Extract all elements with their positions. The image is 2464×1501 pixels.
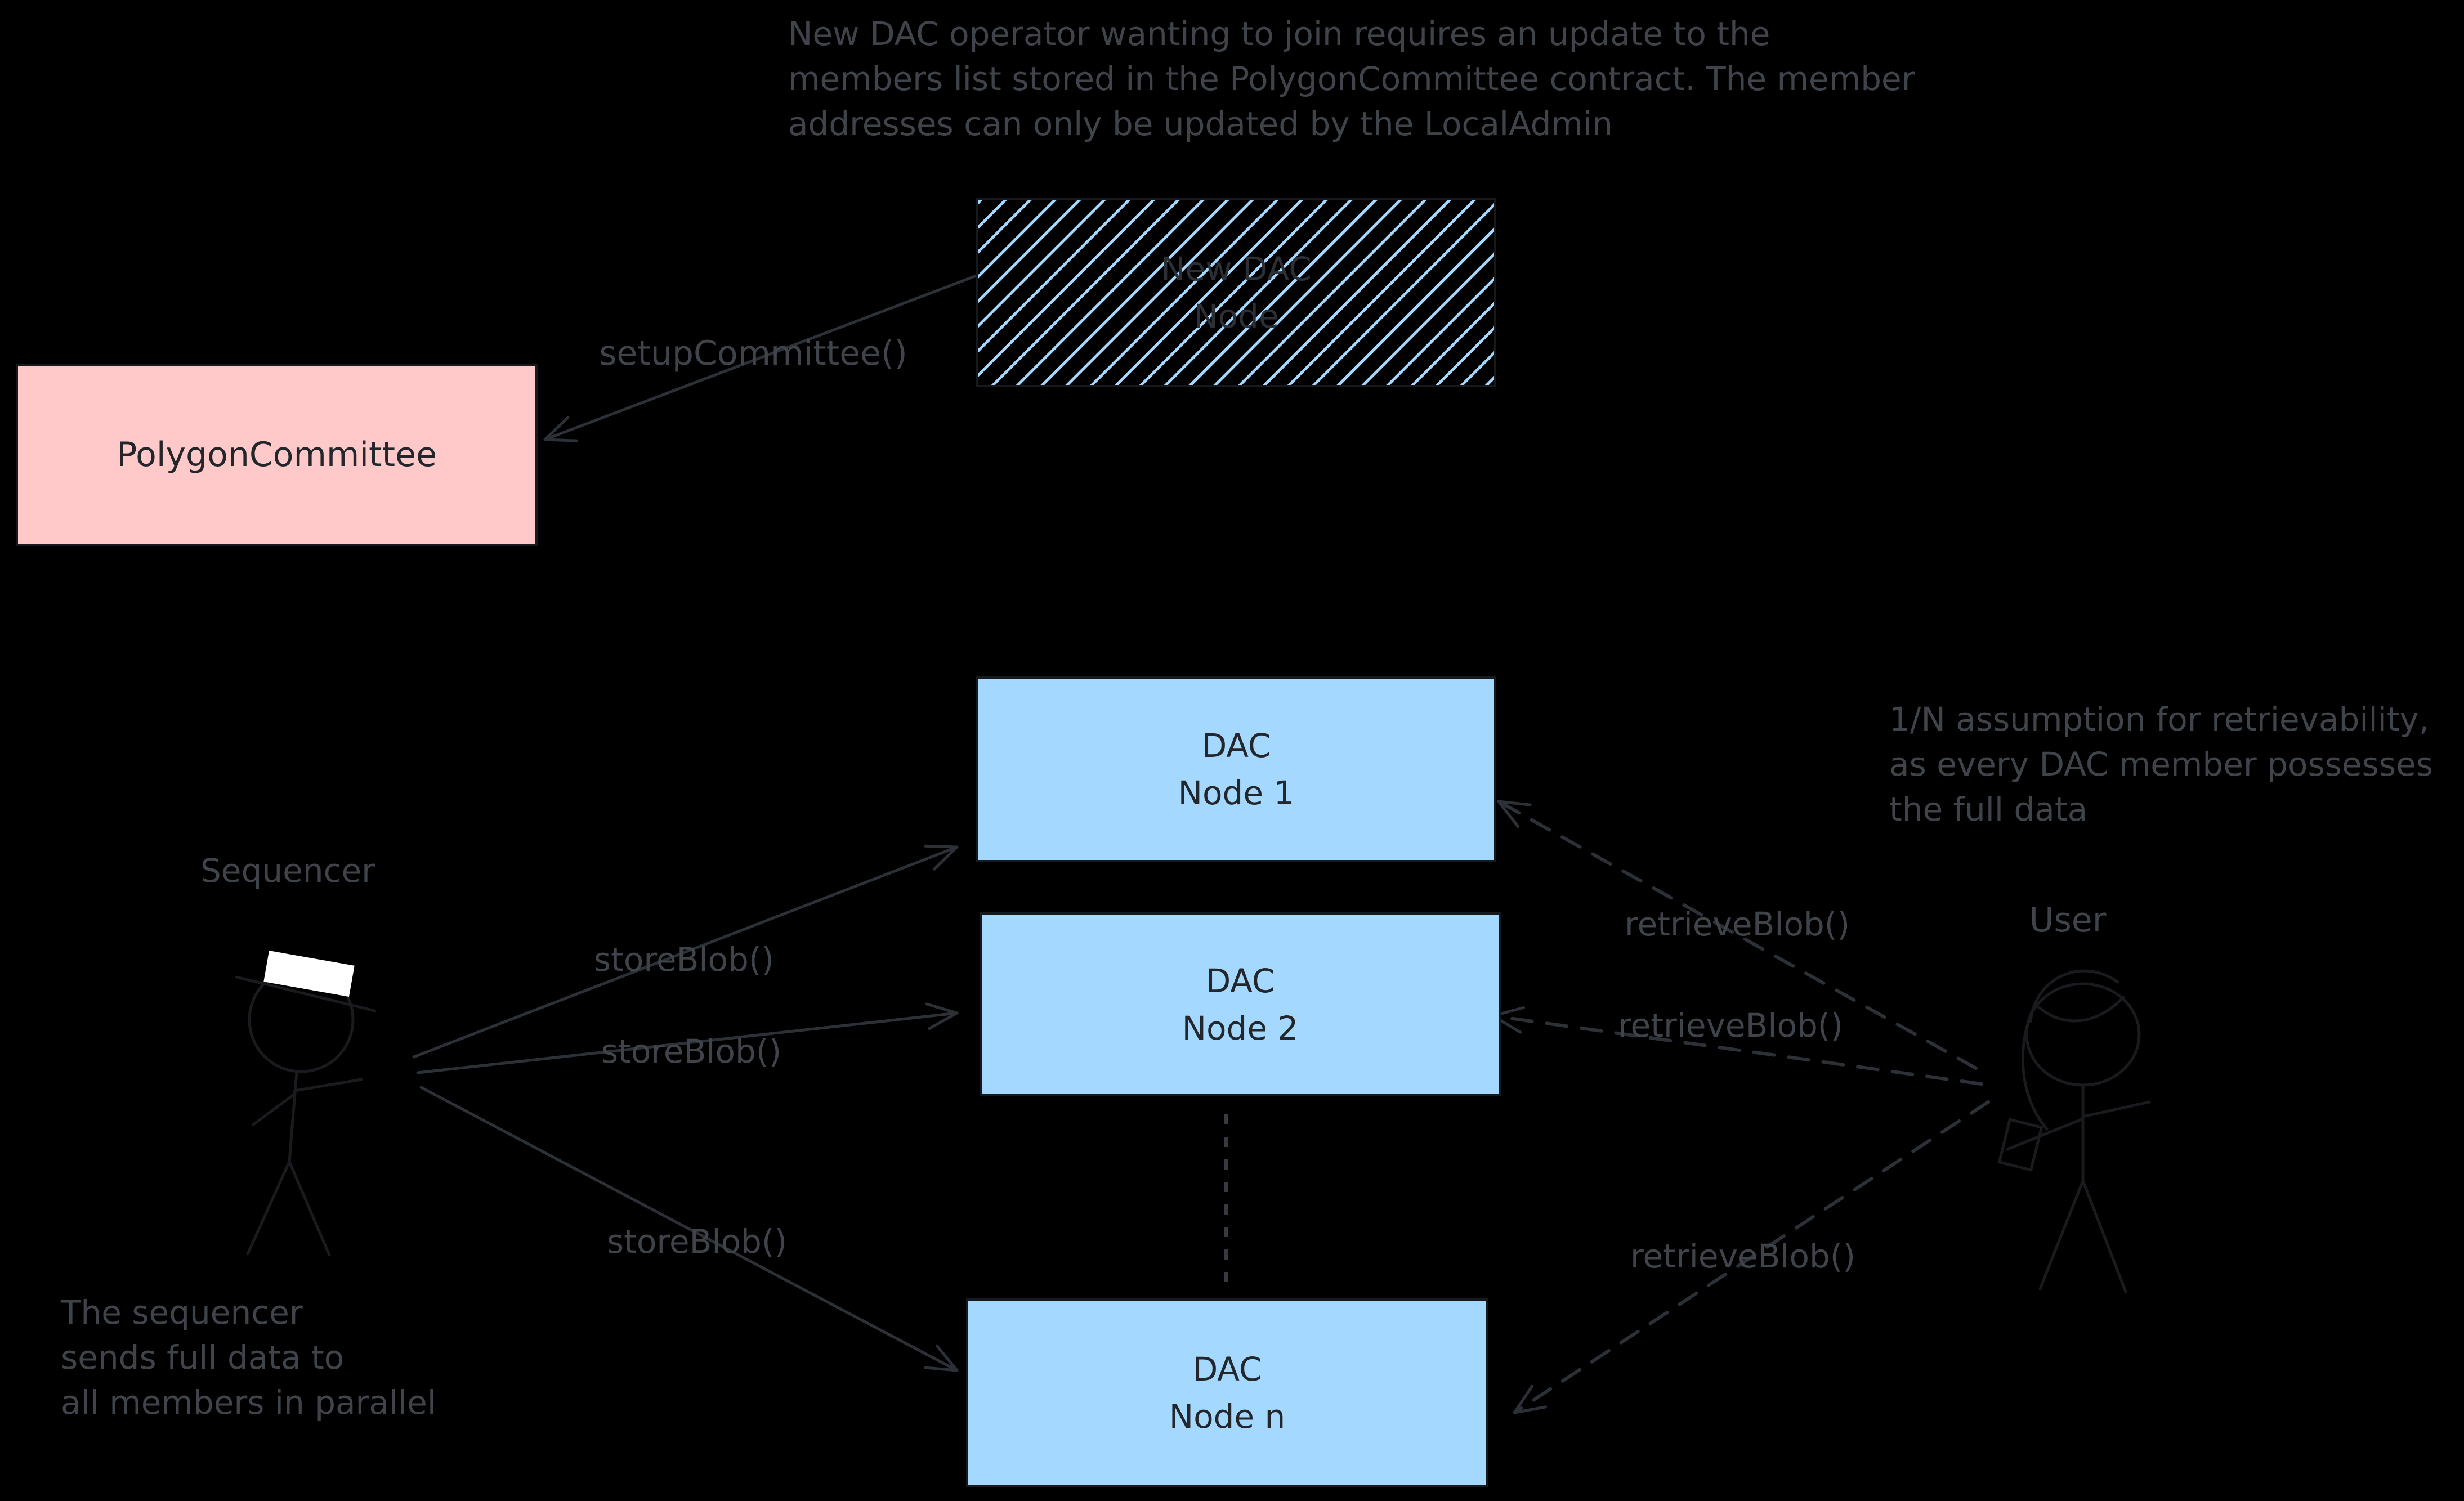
new-operator-note-line2: members list stored in the PolygonCommit… — [788, 60, 1915, 98]
new-operator-note: New DAC operator wanting to join require… — [788, 11, 1915, 146]
sequencer-body — [288, 1070, 298, 1163]
user-arm — [2081, 1100, 2151, 1118]
sequencer-note-line3: all members in parallel — [61, 1383, 436, 1422]
polygon-committee-label: PolygonCommittee — [117, 435, 437, 474]
user-leg — [2038, 1179, 2085, 1291]
store-blob-arrow-node2 — [416, 1002, 959, 1074]
retrieve-blob-label-2: retrieveBlob() — [1617, 1006, 1844, 1045]
polygon-committee-box: PolygonCommittee — [16, 364, 538, 546]
sequencer-note-line1: The sequencer — [61, 1293, 303, 1332]
user-arm — [2006, 1117, 2085, 1151]
retrieve-blob-arrow-noden — [1513, 1100, 1990, 1414]
dac-node-n-label-line2: Node n — [1169, 1397, 1286, 1436]
dac-node-2-label-line1: DAC — [1205, 961, 1275, 1000]
dac-node-2-label-line2: Node 2 — [1182, 1009, 1299, 1047]
user-label: User — [2029, 900, 2107, 940]
dac-node-1-label-line2: Node 1 — [1178, 774, 1295, 812]
store-blob-arrow-node1 — [412, 844, 959, 1059]
user-hair — [2029, 969, 2119, 1023]
store-blob-label-1: storeBlob() — [593, 940, 775, 979]
retrieve-blob-arrow-node1 — [1497, 800, 1978, 1070]
store-blob-label-3: storeBlob() — [606, 1222, 788, 1261]
store-blob-arrow-noden — [419, 1086, 959, 1372]
dac-node-2-box: DAC Node 2 — [980, 912, 1501, 1096]
sequencer-hat-icon — [263, 951, 355, 997]
sequencer-leg — [246, 1160, 291, 1256]
sequencer-note: The sequencer sends full data to all mem… — [61, 1290, 436, 1425]
retrievability-note-line2: as every DAC member possesses — [1889, 745, 2433, 783]
setup-committee-label: setupCommittee() — [599, 334, 907, 373]
retrieve-blob-arrow-node2 — [1491, 1006, 1983, 1086]
user-hand-item — [1997, 1118, 2043, 1172]
sequencer-figure-icon — [235, 951, 377, 1257]
new-dac-node-label-line2: Node — [1193, 297, 1279, 335]
retrievability-note-line1: 1/N assumption for retrievability, — [1889, 700, 2430, 738]
sequencer-arm — [252, 1092, 296, 1126]
retrieve-blob-label-3: retrieveBlob() — [1630, 1237, 1856, 1275]
new-operator-note-line1: New DAC operator wanting to join require… — [788, 15, 1770, 53]
sequencer-arm — [293, 1078, 363, 1092]
sequencer-note-line2: sends full data to — [61, 1338, 345, 1377]
new-dac-node-box: New DAC Node — [976, 198, 1496, 387]
dac-node-n-label-line1: DAC — [1192, 1350, 1262, 1388]
user-figure-icon — [1997, 969, 2151, 1293]
user-hair — [2037, 996, 2125, 1023]
dac-node-n-box: DAC Node n — [966, 1298, 1488, 1487]
dac-node-1-label-line1: DAC — [1201, 727, 1271, 765]
new-dac-node-label-line1: New DAC — [1161, 250, 1312, 288]
sequencer-label: Sequencer — [200, 852, 375, 890]
dac-node-1-box: DAC Node 1 — [976, 676, 1496, 862]
sequencer-hat-brim — [235, 975, 377, 1012]
setup-committee-arrow — [543, 274, 978, 442]
user-leg — [2081, 1179, 2127, 1293]
retrieve-blob-label-1: retrieveBlob() — [1624, 905, 1850, 943]
retrievability-note: 1/N assumption for retrievability, as ev… — [1889, 697, 2433, 832]
new-operator-note-line3: addresses can only be updated by the Loc… — [788, 105, 1613, 143]
store-blob-label-2: storeBlob() — [601, 1032, 782, 1070]
user-hair-ponytail — [2021, 1011, 2049, 1131]
sequencer-leg — [288, 1160, 331, 1257]
retrievability-note-line3: the full data — [1889, 790, 2088, 828]
